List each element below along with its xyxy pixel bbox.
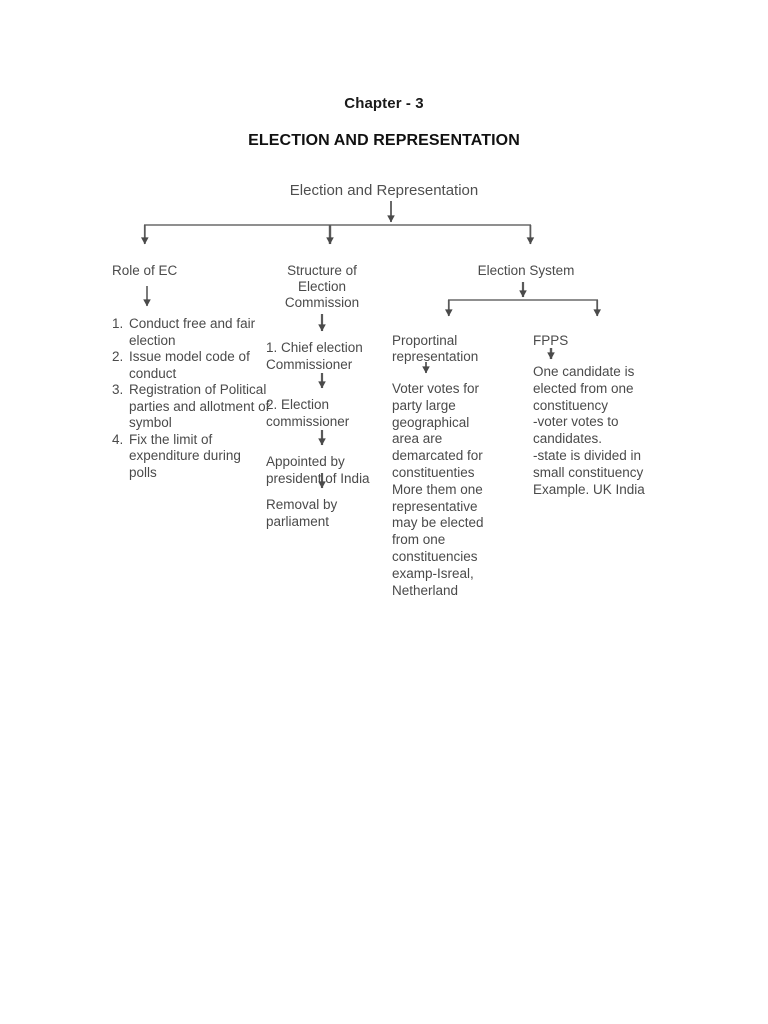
branch-label-role-of-ec: Role of EC [112,263,178,278]
diagram-root-node: Election and Representation [289,182,479,199]
list-item: 3. Registration of Political parties and… [112,382,272,432]
list-item-label: Registration of Political parties and al… [129,382,270,430]
role-of-ec-list: 1. Conduct free and fair election 2. Iss… [112,316,272,481]
list-item-number: 2. [112,349,124,364]
list-item-number: 4. [112,431,124,447]
branch-label-election-system: Election System [477,263,575,278]
proportional-representation-body: Voter votes for party large geographical… [392,381,484,598]
list-item-number: 1. [112,316,124,331]
list-item: 2. Issue model code of conduct [112,349,272,382]
branch-label-proportional-representation: Proportinal representation [392,333,479,364]
branch-label-structure-of-election-commission: Structure of Election Commission [284,263,360,310]
list-item-label: Issue model code of conduct [129,349,250,381]
page-title: ELECTION AND REPRESENTATION [248,132,520,149]
structure-step-election-commissioner: 2. Election commissioner [266,397,350,429]
list-item-label: Fix the limit of expenditure during poll… [129,431,241,480]
chapter-title: Chapter - 3 [344,95,424,112]
branch-label-fpps: FPPS [533,333,569,348]
list-item-number: 3. [112,382,124,397]
structure-step-removal-by-parliament: Removal by parliament [266,497,338,529]
structure-step-appointed-by-president: Appointed by president of India [266,454,370,486]
list-item-label: Conduct free and fair election [129,316,256,348]
structure-step-chief-election-commissioner: 1. Chief election Commissioner [266,340,363,372]
list-item: 4. Fix the limit of expenditure during p… [112,432,272,482]
fpps-body: One candidate is elected from one consti… [533,364,645,497]
list-item: 1. Conduct free and fair election [112,316,272,349]
